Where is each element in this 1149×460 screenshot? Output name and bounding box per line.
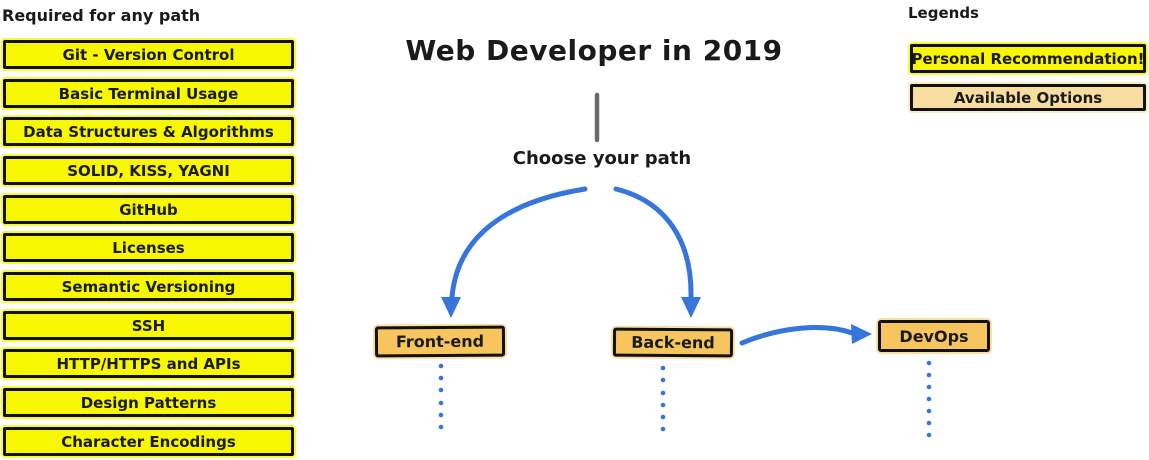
arrow-to-backend xyxy=(613,186,694,300)
page-title: Web Developer in 2019 xyxy=(405,34,783,67)
topic-github[interactable]: GitHub xyxy=(3,195,294,224)
node-frontend[interactable]: Front-end xyxy=(374,325,506,358)
node-devops[interactable]: DevOps xyxy=(878,320,990,352)
arrow-to-frontend xyxy=(449,186,588,300)
topic-solid-kiss-yagni[interactable]: SOLID, KISS, YAGNI xyxy=(3,156,294,185)
arrow-backend-to-devops-head xyxy=(851,324,872,344)
topic-design-patterns[interactable]: Design Patterns xyxy=(3,388,294,417)
topic-http-https-apis[interactable]: HTTP/HTTPS and APIs xyxy=(3,349,294,378)
frontend-dotted-line xyxy=(438,363,444,430)
node-backend[interactable]: Back-end xyxy=(612,327,734,358)
arrow-to-backend-head xyxy=(681,297,701,318)
legend-available-options: Available Options xyxy=(910,84,1146,111)
legends-heading: Legends xyxy=(908,4,979,22)
choose-your-path-label: Choose your path xyxy=(512,148,692,169)
topic-data-structures-algorithms[interactable]: Data Structures & Algorithms xyxy=(3,117,294,146)
required-heading: Required for any path xyxy=(2,6,201,25)
backend-dotted-line xyxy=(660,365,666,432)
topic-basic-terminal-usage[interactable]: Basic Terminal Usage xyxy=(3,79,294,108)
topic-semantic-versioning[interactable]: Semantic Versioning xyxy=(3,272,294,301)
arrow-to-frontend-head xyxy=(441,297,461,318)
arrow-backend-to-devops xyxy=(739,325,855,346)
topic-git-version-control[interactable]: Git - Version Control xyxy=(3,40,294,69)
topic-character-encodings[interactable]: Character Encodings xyxy=(3,427,294,456)
topic-licenses[interactable]: Licenses xyxy=(3,233,294,262)
topic-ssh[interactable]: SSH xyxy=(3,311,294,340)
legend-personal-recommendation: Personal Recommendation! xyxy=(910,44,1146,73)
devops-dotted-line xyxy=(926,360,932,438)
